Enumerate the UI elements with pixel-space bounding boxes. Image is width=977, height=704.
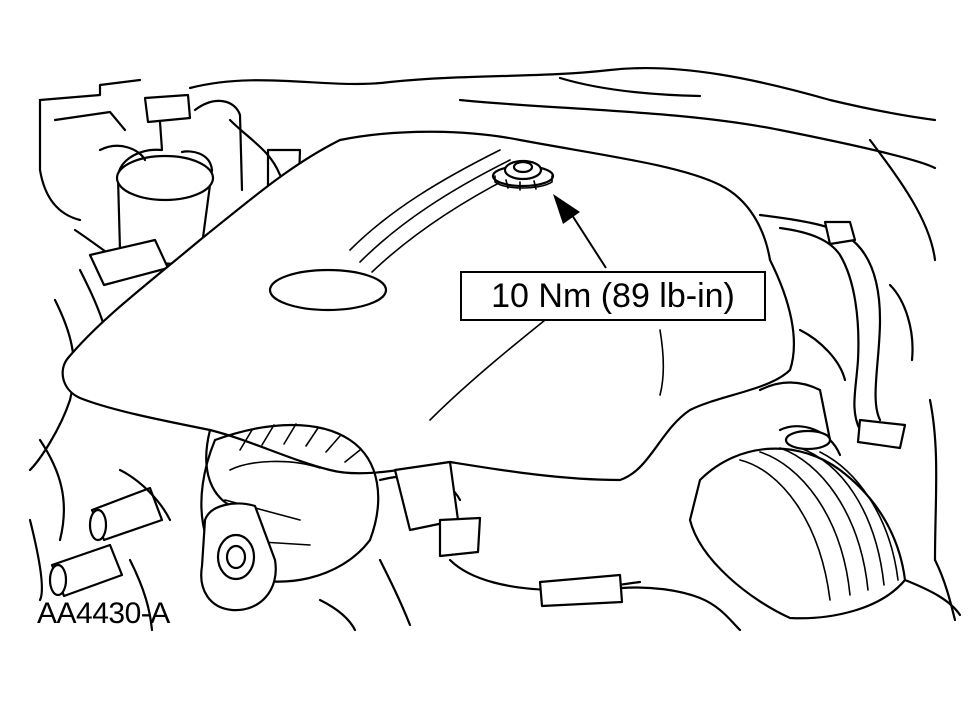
alternator: [200, 423, 742, 632]
engine-cover: [61, 130, 796, 512]
arrow-pointer-icon: [553, 194, 607, 269]
right-hoses: [758, 138, 957, 622]
torque-callout: 10 Nm (89 lb-in): [460, 271, 766, 321]
left-components: [28, 93, 302, 542]
nut-fastener-icon: [491, 159, 555, 191]
lower-left-pipes: [28, 468, 172, 632]
hood-lines: [38, 66, 937, 222]
figure-id: AA4430-A: [37, 597, 170, 630]
air-intake-tube: [688, 425, 962, 620]
torque-label: 10 Nm (89 lb-in): [491, 276, 735, 315]
